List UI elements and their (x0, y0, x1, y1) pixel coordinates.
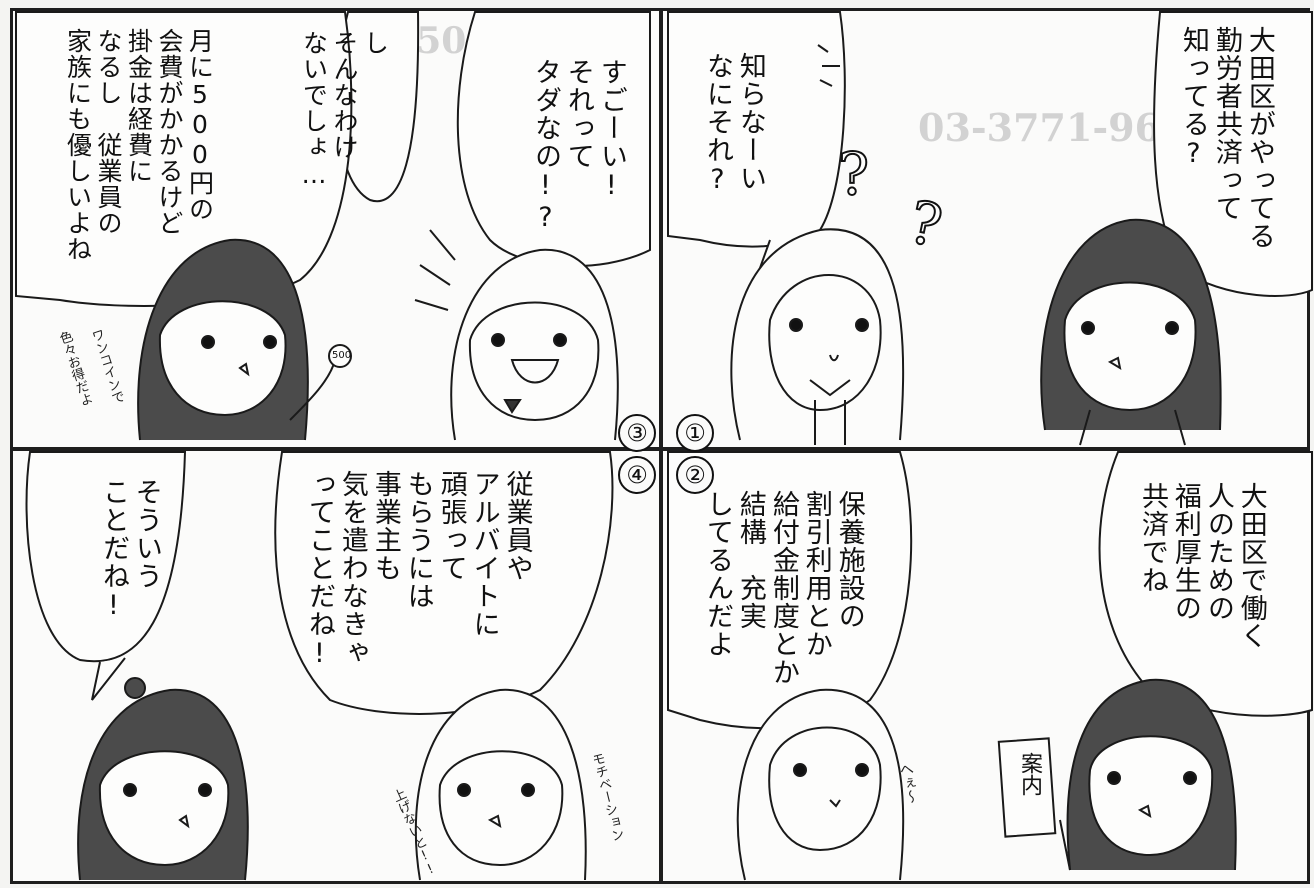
character-blonde-p3 (450, 248, 619, 441)
bubble-p3-a (456, 11, 651, 268)
character-blonde-p4 (414, 688, 587, 881)
character-dark-p1 (1040, 218, 1222, 446)
bubble-p4-a-text: 従業員や アルバイトに 頑張って もらうには 事業主も 気を遣わなきゃ ってこと… (303, 470, 533, 670)
bubble-p3-c (15, 11, 353, 307)
character-dark-p3 (137, 238, 336, 441)
sign-label: 案内 (1017, 752, 1042, 796)
character-dark-p2 (1059, 678, 1237, 871)
panel-number-4: ④ (618, 456, 656, 494)
bubble-p2-b-text: 保養施設の 割引利用とか 給付金制度とか 結構 充実 してるんだよ (701, 490, 865, 686)
emphasis-lines-p1 (817, 44, 840, 87)
bubble-p3-b-text: し そんなわけ ないでしょ… (299, 30, 390, 190)
bubble-p1-b (667, 11, 846, 248)
character-dark-p4 (77, 677, 249, 881)
emphasis-lines-p3 (414, 229, 456, 311)
coin-label: 500 (332, 350, 352, 361)
guide-sign (997, 737, 1057, 838)
character-blonde-p1 (730, 228, 905, 445)
character-blonde-p2 (736, 688, 905, 881)
bubble-p4-b-text: そういう ことだね! (97, 478, 162, 622)
panel-number-1: ① (676, 414, 714, 452)
panel-number-3: ③ (618, 414, 656, 452)
bubble-p2-b (667, 451, 913, 730)
bubble-p3-a-text: すごーい! それって タダなの!? (529, 58, 627, 234)
question-mark-1: ? (837, 139, 870, 209)
bubble-p1-b-text: 知らなーい なにそれ? (701, 52, 766, 196)
bubble-p4-b (25, 451, 187, 663)
coin-500 (328, 344, 352, 368)
bubble-p4-b-tail (91, 657, 126, 701)
bubble-p4-a (274, 451, 614, 715)
bubble-p3-c-text: 月に500円の 会費がかかるけど 掛金は経費に なるし 従業員の 家族にも優しい… (63, 28, 215, 262)
bubble-p1-a-text: 大田区がやってる 勤労者共済って 知ってる? (1177, 26, 1275, 250)
panel-number-2: ② (676, 456, 714, 494)
bubble-p2-a-text: 大田区で働く 人のための 福利厚生の 共済でね (1136, 482, 1267, 650)
